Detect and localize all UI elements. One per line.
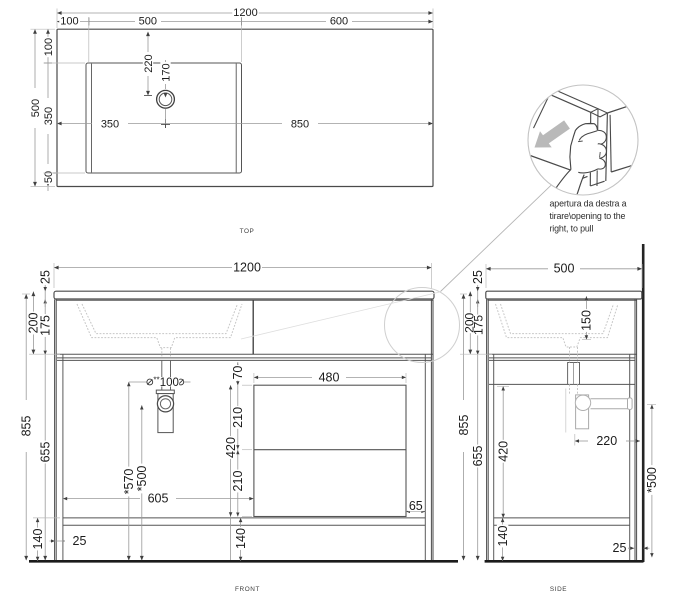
svg-text:220: 220: [143, 54, 155, 72]
svg-text:200: 200: [462, 312, 476, 332]
svg-text:175: 175: [39, 315, 53, 336]
svg-text:420: 420: [497, 441, 511, 462]
svg-text:100: 100: [160, 377, 179, 389]
svg-text:tirare\opening to the: tirare\opening to the: [550, 211, 626, 221]
svg-text:500: 500: [554, 262, 575, 276]
svg-text:170: 170: [160, 63, 172, 81]
svg-text:*570: *570: [122, 469, 136, 495]
svg-text:850: 850: [291, 118, 309, 130]
svg-text:350: 350: [43, 107, 55, 125]
svg-text:65: 65: [409, 499, 423, 513]
svg-text:655: 655: [39, 442, 53, 463]
svg-text:right, to pull: right, to pull: [550, 223, 594, 233]
svg-text:655: 655: [471, 446, 485, 467]
svg-text:25: 25: [73, 534, 87, 548]
svg-text:1200: 1200: [233, 261, 261, 275]
svg-text:220: 220: [596, 434, 617, 448]
svg-text:210: 210: [231, 407, 245, 428]
svg-text:600: 600: [330, 15, 348, 27]
svg-text:500: 500: [139, 15, 157, 27]
svg-text:605: 605: [148, 492, 169, 506]
svg-text:70: 70: [231, 366, 245, 380]
svg-text:*500: *500: [135, 466, 149, 492]
svg-text:100: 100: [43, 38, 55, 56]
svg-text:*500: *500: [645, 467, 659, 493]
svg-text:1200: 1200: [233, 7, 257, 19]
svg-text:175: 175: [472, 315, 486, 335]
svg-text:140: 140: [234, 528, 248, 549]
svg-text:480: 480: [319, 370, 340, 384]
svg-text:855: 855: [20, 416, 34, 437]
svg-text:100: 100: [60, 15, 78, 27]
svg-text:25: 25: [613, 541, 627, 555]
svg-text:210: 210: [231, 471, 245, 492]
svg-text:25: 25: [471, 270, 485, 284]
svg-text:420: 420: [224, 437, 238, 458]
svg-text:**: **: [153, 376, 159, 385]
svg-text:TOP: TOP: [240, 228, 255, 235]
svg-text:SIDE: SIDE: [550, 586, 567, 593]
svg-text:200: 200: [27, 313, 41, 334]
svg-text:50: 50: [43, 171, 55, 183]
svg-text:500: 500: [30, 99, 42, 117]
svg-text:150: 150: [580, 310, 594, 331]
svg-text:855: 855: [457, 415, 471, 436]
svg-text:apertura da destra a: apertura da destra a: [550, 199, 627, 209]
svg-text:140: 140: [496, 526, 510, 547]
svg-text:25: 25: [39, 270, 53, 284]
svg-text:350: 350: [101, 118, 119, 130]
svg-text:FRONT: FRONT: [235, 586, 260, 593]
svg-text:140: 140: [31, 529, 45, 550]
